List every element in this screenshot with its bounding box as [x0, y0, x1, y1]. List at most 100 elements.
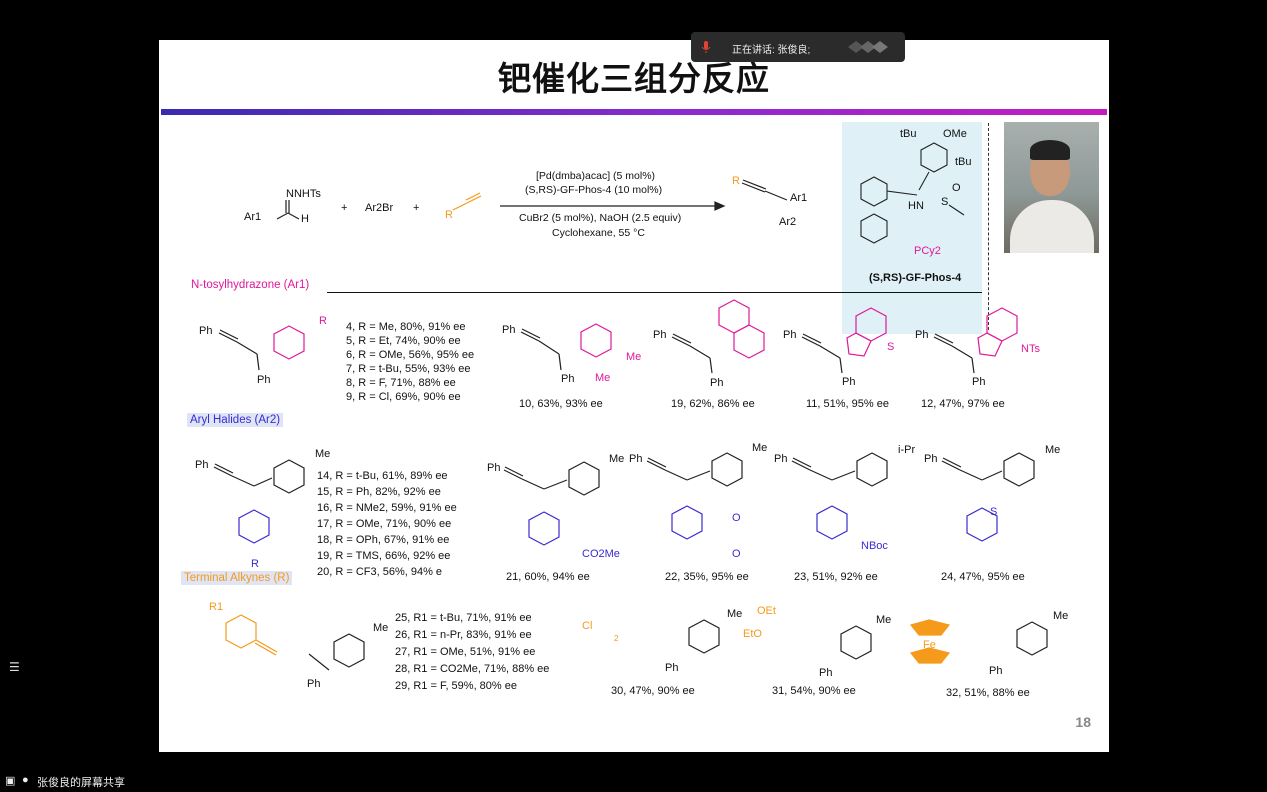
ligand-ome: OMe: [943, 128, 967, 140]
ipr-label: i-Pr: [898, 444, 916, 456]
condition-base: CuBr2 (5 mol%), NaOH (2.5 equiv): [519, 212, 682, 224]
product-r: R: [732, 175, 740, 187]
list-item: 19, R = TMS, 66%, 92% ee: [317, 550, 451, 562]
r-label: R: [319, 315, 327, 327]
nts-label: NTs: [1021, 343, 1040, 355]
ligand-o: O: [952, 182, 961, 194]
section-rule: [327, 292, 982, 293]
microphone-icon[interactable]: ●: [22, 774, 29, 786]
list-item: 16, R = NMe2, 59%, 91% ee: [317, 502, 457, 514]
more-icon[interactable]: [843, 39, 893, 55]
ph-label: Ph: [199, 325, 213, 337]
list-item: 4, R = Me, 80%, 91% ee: [346, 321, 466, 333]
me-label: Me: [626, 351, 642, 363]
ligand-hn: HN: [908, 200, 924, 212]
me-label: Me: [1053, 610, 1069, 622]
product-11: 11, 51%, 95% ee: [806, 398, 889, 410]
list-item: 14, R = t-Bu, 61%, 89% ee: [317, 470, 448, 482]
ligand-structure-panel: [842, 122, 982, 334]
presenter-hair: [1030, 140, 1070, 160]
product-12: 12, 47%, 97% ee: [921, 398, 1005, 410]
condition-catalyst: [Pd(dmba)acac] (5 mol%): [536, 170, 656, 182]
speaking-notification: 正在讲话: 张俊良;: [691, 32, 905, 62]
ph-label: Ph: [502, 324, 516, 336]
o-label: O: [732, 548, 741, 560]
ph-label: Ph: [774, 453, 788, 465]
list-item: 20, R = CF3, 56%, 94% e: [317, 566, 443, 578]
reagent2: Ar2Br: [365, 202, 394, 214]
ph-label: Ph: [257, 374, 271, 386]
fe-label: Fe: [923, 639, 936, 651]
list-item: 17, R = OMe, 71%, 90% ee: [317, 518, 452, 530]
ph-label: Ph: [783, 329, 797, 341]
ph-label: Ph: [842, 376, 856, 388]
product-30: 30, 47%, 90% ee: [611, 685, 695, 697]
sidebar-list-icon[interactable]: ☰: [9, 660, 20, 674]
screen-share-label: 张俊良的屏幕共享: [37, 777, 125, 789]
me-label: Me: [595, 372, 611, 384]
list-item: 27, R1 = OMe, 51%, 91% ee: [395, 646, 536, 658]
product-32: 32, 51%, 88% ee: [946, 687, 1030, 699]
me-label: Me: [727, 608, 743, 620]
me-label: Me: [609, 453, 625, 465]
microphone-icon: [701, 41, 711, 53]
ligand-name: (S,RS)-GF-Phos-4: [869, 272, 962, 284]
s-label: S: [990, 506, 998, 518]
page-number: 18: [1075, 714, 1091, 730]
list-item: 8, R = F, 71%, 88% ee: [346, 377, 456, 389]
list-item: 25, R1 = t-Bu, 71%, 91% ee: [395, 612, 532, 624]
me-label: Me: [373, 622, 389, 634]
subscript-2: 2: [614, 634, 619, 643]
product-22: 22, 35%, 95% ee: [665, 571, 749, 583]
ph-label: Ph: [972, 376, 986, 388]
r1-label: R1: [209, 601, 224, 613]
presenter-shirt: [1010, 200, 1094, 253]
ph-label: Ph: [915, 329, 929, 341]
list-item: 15, R = Ph, 82%, 92% ee: [317, 486, 441, 498]
ph-label: Ph: [819, 667, 833, 679]
presenter-video-thumbnail: [1004, 122, 1099, 253]
plus-sign: +: [413, 202, 420, 214]
screen-share-bar: ▣ ● 张俊良的屏幕共享: [0, 770, 1267, 792]
o-label: O: [732, 512, 741, 524]
reagent1-ar: Ar1: [244, 211, 262, 223]
me-label: Me: [752, 442, 768, 454]
screen-share-icon[interactable]: ▣: [5, 775, 16, 787]
slide-title: 钯催化三组分反应: [498, 59, 770, 98]
ph-label: Ph: [629, 453, 643, 465]
product-31: 31, 54%, 90% ee: [772, 685, 856, 697]
list-item: 7, R = t-Bu, 55%, 93% ee: [346, 363, 471, 375]
r-label: R: [251, 558, 259, 570]
me-label: Me: [315, 448, 331, 460]
list-item: 26, R1 = n-Pr, 83%, 91% ee: [395, 629, 532, 641]
cl-label: Cl: [582, 620, 593, 632]
speaking-text: 正在讲话: 张俊良;: [732, 45, 811, 56]
product-19: 19, 62%, 86% ee: [671, 398, 755, 410]
condition-solvent: Cyclohexane, 55 °C: [552, 227, 645, 239]
reagent1-h: H: [301, 213, 309, 225]
list-item: 9, R = Cl, 69%, 90% ee: [346, 391, 461, 403]
product-10: 10, 63%, 93% ee: [519, 398, 603, 410]
me-label: Me: [1045, 444, 1061, 456]
product-24: 24, 47%, 95% ee: [941, 571, 1025, 583]
ph-label: Ph: [195, 459, 209, 471]
ph-label: Ph: [487, 462, 501, 474]
product-21: 21, 60%, 94% ee: [506, 571, 590, 583]
section-aryl-halides: Aryl Halides (Ar2): [187, 413, 284, 427]
ligand-s: S: [941, 196, 949, 208]
list-item: 28, R1 = CO2Me, 71%, 88% ee: [395, 663, 550, 675]
plus-sign: +: [341, 202, 348, 214]
ph-label: Ph: [561, 373, 575, 385]
section-hydrazone: N-tosylhydrazone (Ar1): [191, 279, 310, 291]
ph-label: Ph: [653, 329, 667, 341]
list-item: 29, R1 = F, 59%, 80% ee: [395, 680, 517, 692]
product-ar1: Ar1: [790, 192, 808, 204]
list-item: 6, R = OMe, 56%, 95% ee: [346, 349, 475, 361]
me-label: Me: [876, 614, 892, 626]
product-ar2: Ar2: [779, 216, 797, 228]
condition-ligand: (S,RS)-GF-Phos-4 (10 mol%): [525, 184, 663, 196]
ligand-tbu-1: tBu: [900, 128, 917, 140]
list-item: 18, R = OPh, 67%, 91% ee: [317, 534, 450, 546]
oet-label: OEt: [757, 605, 776, 617]
s-label: S: [887, 341, 895, 353]
